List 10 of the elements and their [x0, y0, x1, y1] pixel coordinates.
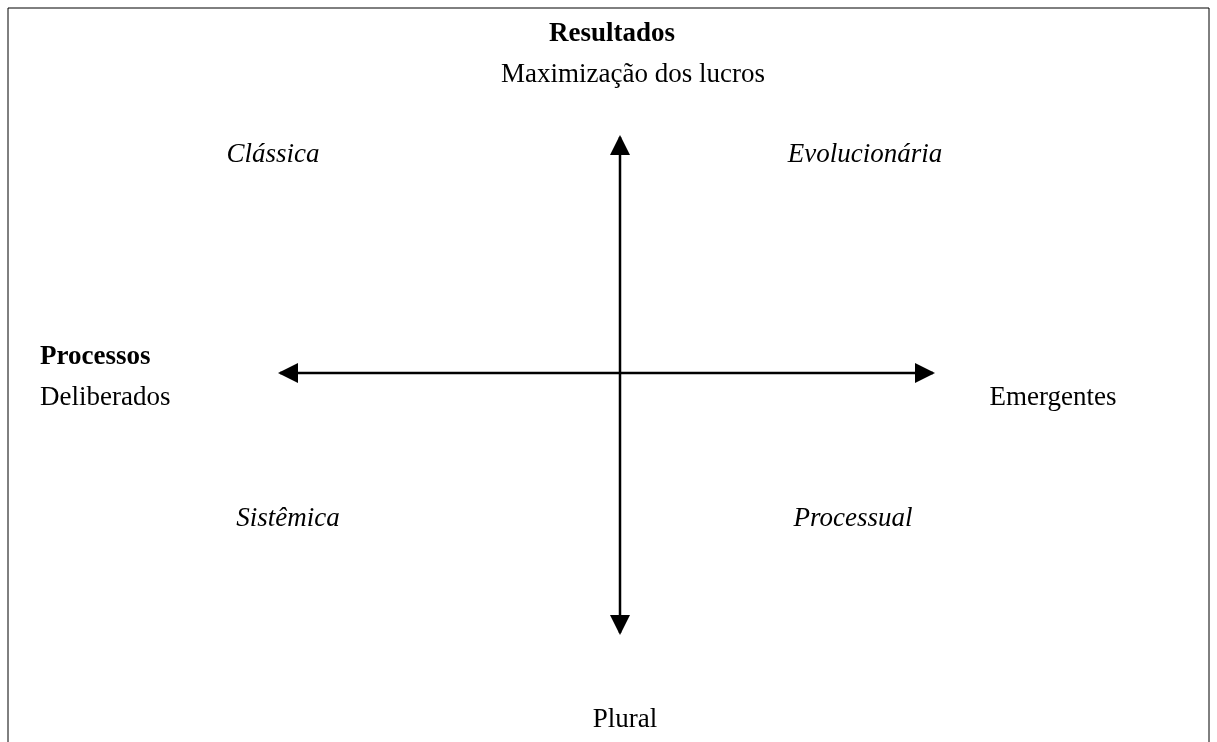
axis-label: Plural — [592, 702, 658, 734]
axis-label: Maximização dos lucros — [501, 57, 765, 89]
quadrant-label: Processual — [793, 501, 913, 533]
quadrant-label: Sistêmica — [236, 501, 340, 533]
quadrant-label: Evolucionária — [787, 137, 943, 169]
axis-label: Emergentes — [989, 380, 1117, 412]
quadrant-label: Clássica — [226, 137, 320, 169]
axis-label: Deliberados — [40, 380, 171, 412]
axis-heading: Processos — [40, 339, 151, 371]
axis-heading: Resultados — [549, 16, 675, 48]
